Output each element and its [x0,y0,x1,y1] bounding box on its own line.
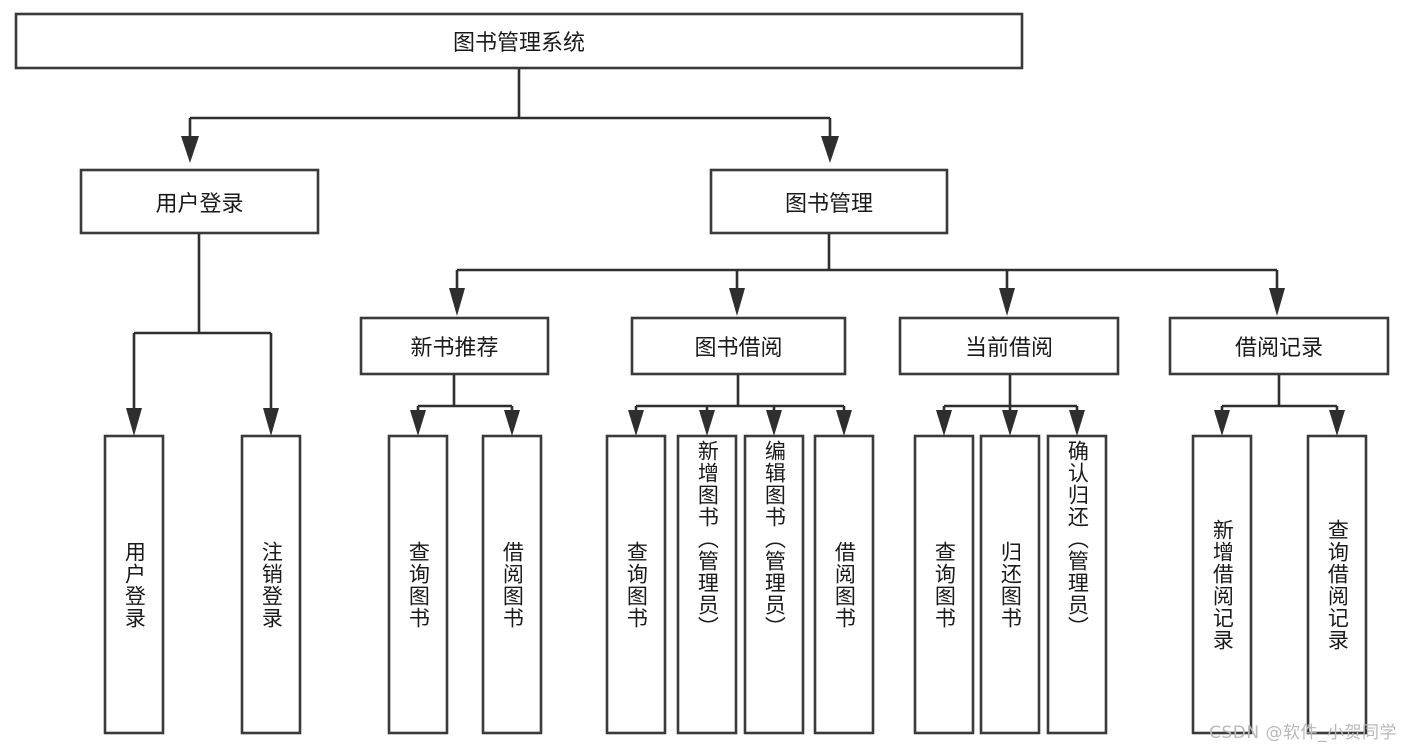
node-new-book-recommend-box[interactable] [359,316,550,376]
connector-group-current-borrow [936,374,1085,436]
node-book-borrow-box[interactable] [630,316,847,376]
node-leaf-query-book-2-box[interactable] [605,434,667,735]
node-root-box[interactable] [14,12,1024,70]
arrow-to-new-book-recommend [449,288,465,316]
node-leaf-logout-login-box[interactable] [240,434,302,735]
arrow-to-leaf-return-book [1002,410,1018,436]
node-leaf-edit-book-admin-box[interactable] [743,434,805,735]
arrow-to-leaf-query-book-1 [410,410,426,436]
connector-group-book-borrow [628,374,852,436]
connector-group-new-book-recommend [410,374,520,436]
node-leaf-borrow-book-2-box[interactable] [813,434,875,735]
arrow-to-leaf-edit-book-admin [766,410,782,436]
arrow-to-leaf-borrow-book-1 [504,410,520,436]
arrow-to-leaf-query-book-2 [628,410,644,436]
arrow-to-leaf-add-borrow-record [1214,410,1230,436]
connector-group-book-manage [449,233,1285,316]
arrow-to-leaf-user-login [126,408,142,436]
node-leaf-add-book-admin-box[interactable] [676,434,738,735]
node-current-borrow-box[interactable] [898,316,1120,376]
arrow-to-leaf-query-borrow-record [1329,410,1345,436]
node-leaf-query-book-1-box[interactable] [387,434,449,735]
arrow-to-book-borrow [729,288,745,316]
arrow-to-borrow-record [1269,288,1285,316]
arrow-to-leaf-add-book-admin [699,410,715,436]
arrow-to-leaf-borrow-book-2 [836,410,852,436]
csdn-watermark: CSDN @软件_小贺同学 [1209,723,1397,743]
node-leaf-query-borrow-record-box[interactable] [1306,434,1368,735]
node-book-manage-box[interactable] [709,168,949,235]
node-borrow-record-box[interactable] [1168,316,1390,376]
node-user-login-box[interactable] [79,168,320,235]
node-leaf-return-book-box[interactable] [979,434,1041,735]
node-leaf-user-login-box[interactable] [103,434,165,735]
node-leaf-query-book-3-box[interactable] [913,434,975,735]
arrow-to-leaf-confirm-return-admin [1069,410,1085,436]
connector-group-root [181,68,839,163]
connector-group-borrow-record [1214,374,1345,436]
node-leaf-borrow-book-1-box[interactable] [481,434,543,735]
arrow-to-leaf-logout-login [263,408,279,436]
node-leaf-confirm-return-admin-box[interactable] [1046,434,1108,735]
arrow-root-to-book-manage [821,136,839,163]
connector-group-user-login [126,233,279,436]
node-leaf-add-borrow-record-box[interactable] [1191,434,1253,735]
arrow-to-leaf-query-book-3 [936,410,952,436]
arrow-to-current-borrow [999,288,1015,316]
arrow-root-to-user-login [181,136,199,163]
